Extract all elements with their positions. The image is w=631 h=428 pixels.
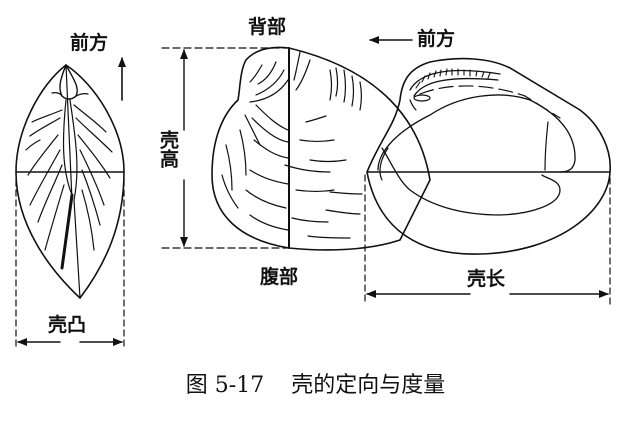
exterior-view-shell	[211, 46, 431, 251]
interior-view-shell	[366, 57, 611, 255]
anterior-label-left: 前方	[70, 32, 109, 54]
anterior-label-right: 前方	[417, 28, 456, 50]
front-view-shell	[15, 64, 125, 300]
figure-caption: 图 5-17 壳的定向与度量	[0, 367, 631, 399]
shell-height-label: 壳高	[157, 130, 179, 168]
dorsal-label: 背部	[248, 16, 287, 38]
figure-title: 壳的定向与度量	[291, 373, 446, 398]
shell-convexity-label: 壳凸	[48, 314, 87, 336]
ventral-label: 腹部	[260, 266, 299, 288]
height-dimension	[161, 47, 290, 249]
length-dimension	[364, 174, 611, 306]
shell-length-label: 壳长	[467, 268, 506, 290]
figure-number: 图 5-17	[185, 373, 265, 398]
convexity-dimension	[15, 179, 125, 349]
